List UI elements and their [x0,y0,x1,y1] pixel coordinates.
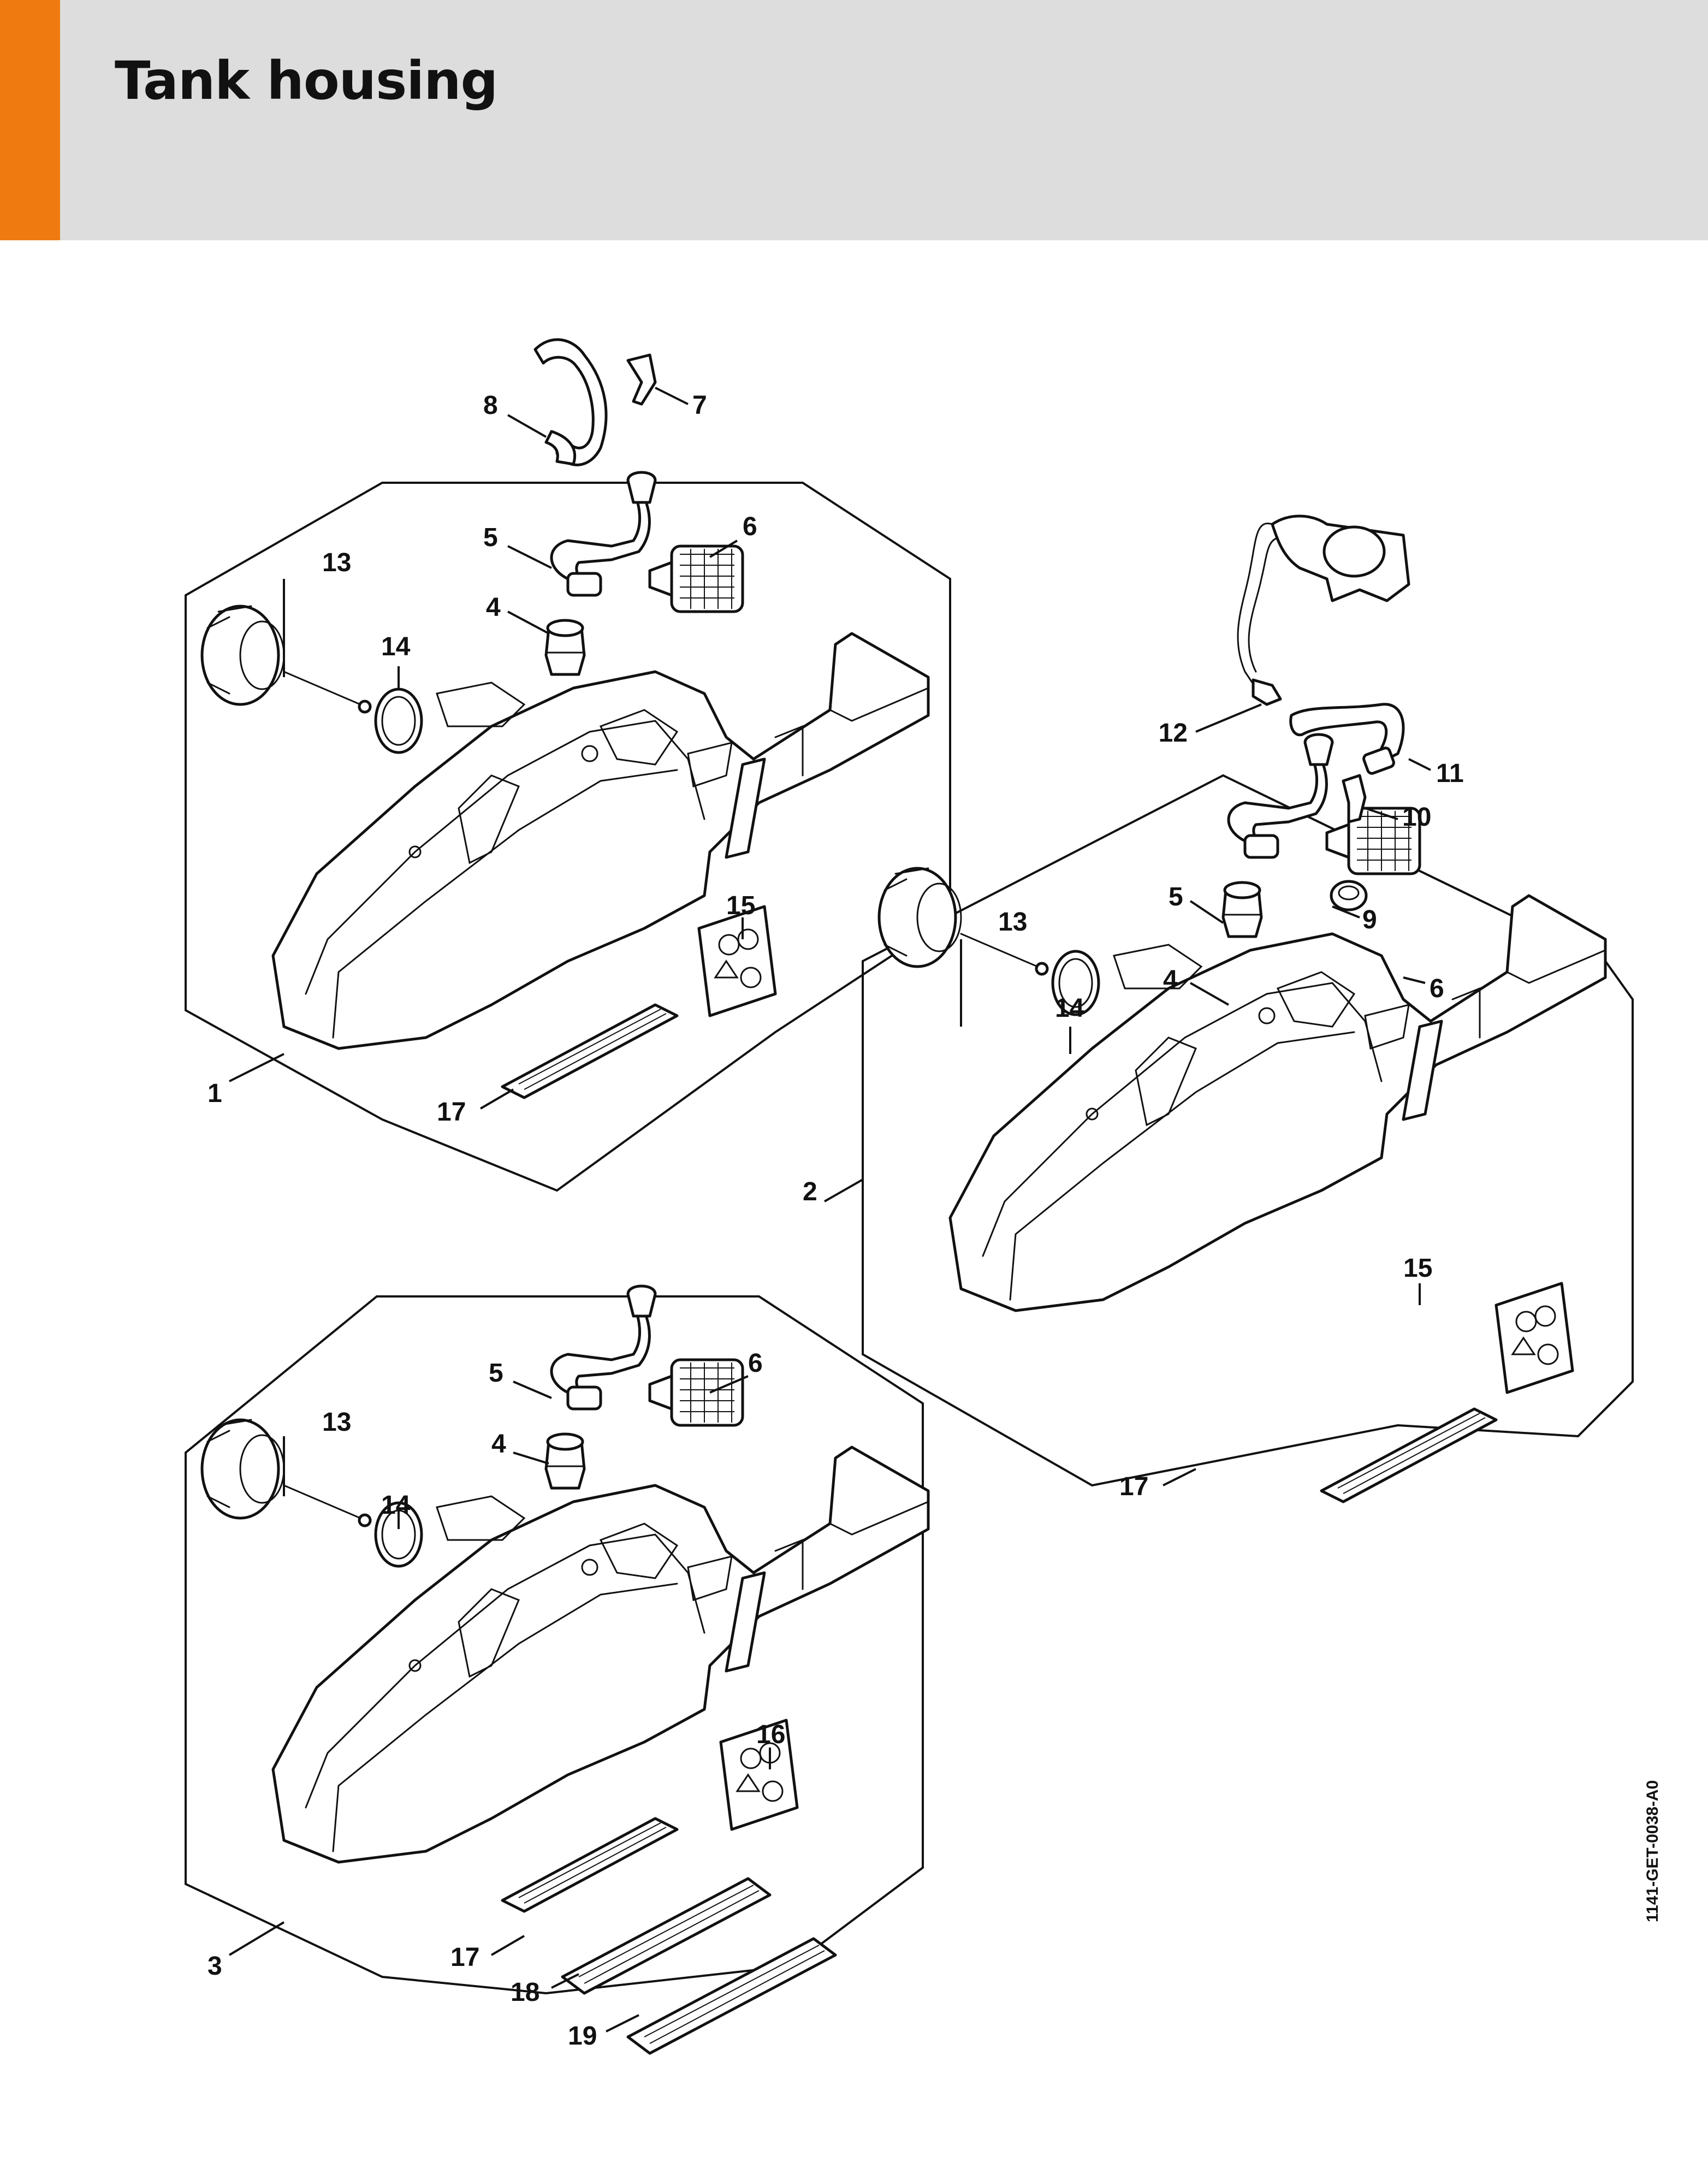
callout-19: 19 [568,2022,597,2051]
callout-4c: 4 [491,1430,506,1459]
warning-label-2 [1496,1283,1573,1393]
callout-5: 5 [483,523,498,552]
page-title: Tank housing [115,50,498,111]
strip-1 [502,1005,677,1098]
hose-2 [1229,734,1332,857]
callout-14: 14 [381,632,411,661]
callout-11: 11 [1436,759,1464,788]
fitting-1 [546,620,584,674]
callout-1: 1 [207,1079,222,1108]
page-header: Tank housing [0,0,1708,240]
tank-housing-2 [950,896,1605,1311]
callout-4b: 4 [1163,965,1178,994]
cap-assembly-1 [202,606,370,712]
fitting-3 [546,1434,584,1488]
strip-2 [1321,1409,1496,1502]
callout-12: 12 [1159,719,1188,748]
filter-1 [650,546,743,612]
hose-11 [1289,703,1405,761]
strip-a-3 [502,1818,677,1911]
callout-9: 9 [1362,905,1377,934]
callout-2: 2 [803,1177,817,1206]
callout-16: 16 [756,1720,785,1749]
callout-4: 4 [486,593,501,622]
tank-housing-3 [273,1447,928,1862]
callout-13c: 13 [322,1408,351,1437]
group-1-frame [185,482,951,1192]
callout-15b: 15 [1403,1254,1432,1283]
callout-3: 3 [207,1952,222,1981]
assembly-group-3: 5 6 4 13 14 16 3 17 18 19 [185,1286,928,2055]
assembly-group-1: 8 7 5 6 4 13 14 15 1 17 [185,338,951,1192]
callout-8: 8 [483,391,498,420]
callout-13: 13 [322,548,351,577]
tank-housing-1 [273,633,928,1048]
assembly-group-2: 12 11 10 5 9 6 4 13 14 15 2 17 [803,514,1634,1502]
callout-5b: 5 [1169,882,1183,911]
strip-b-18 [561,1877,772,1995]
o-ring-1 [376,689,422,753]
callout-14b: 14 [1055,994,1084,1023]
callout-6c: 6 [748,1349,763,1378]
warning-label-1 [699,907,775,1016]
elbow-10 [1342,774,1367,824]
filter-3 [650,1360,743,1425]
fitting-2 [1223,882,1261,937]
document-id: 1141-GET-0038-A0 [1644,1780,1662,1922]
hose-1 [551,472,655,595]
callout-5c: 5 [489,1359,503,1388]
callout-17: 17 [437,1098,466,1127]
group-3-frame [185,1295,924,1995]
callout-17c: 17 [450,1943,479,1972]
callout-10: 10 [1402,803,1431,832]
callout-13b: 13 [998,908,1027,937]
callout-7: 7 [692,391,707,420]
callout-17b: 17 [1119,1472,1148,1501]
callout-6b: 6 [1430,974,1444,1003]
callout-18: 18 [511,1978,539,2007]
callout-15: 15 [726,891,755,920]
callout-6: 6 [743,512,757,541]
callout-14c: 14 [381,1491,411,1520]
hose-3 [551,1286,655,1409]
connector-12 [1252,678,1282,706]
plug-9 [1330,880,1368,911]
elbow-7 [626,353,657,406]
strip-c-19 [626,1937,837,2055]
header-accent-bar [0,0,60,240]
